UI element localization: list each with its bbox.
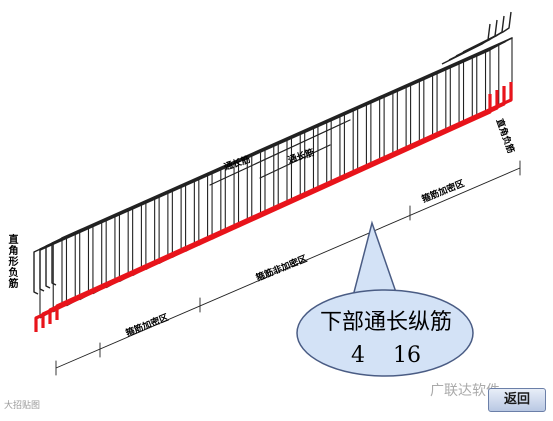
mid-top-bar <box>209 119 351 186</box>
top-bar-inner <box>54 41 506 243</box>
watermark-text: 广联达软件 <box>430 383 500 399</box>
callout-bubble <box>296 220 474 377</box>
callout-ellipse <box>296 289 474 377</box>
end-hook-bar <box>462 11 512 53</box>
callout-count: 4 <box>351 343 365 368</box>
callout-title: 下部通长纵筋 <box>319 310 452 335</box>
callout-pointer <box>351 220 400 301</box>
back-button[interactable]: 返回 <box>488 388 546 412</box>
corner-hook-bar <box>51 228 83 286</box>
label-corner-bar: 直角形负筋 <box>6 234 17 289</box>
dimension-line <box>55 167 521 369</box>
bottom-red-bar <box>55 82 513 320</box>
mid-top-bar <box>259 144 331 179</box>
watermark-small: 大招贴图 <box>4 401 41 411</box>
callout-diameter: 16 <box>393 343 421 368</box>
bottom-through-bars <box>34 82 513 332</box>
callout-spec: 4 16 <box>298 343 474 368</box>
top-bar-front <box>39 49 491 251</box>
top-bar-back <box>61 37 513 239</box>
